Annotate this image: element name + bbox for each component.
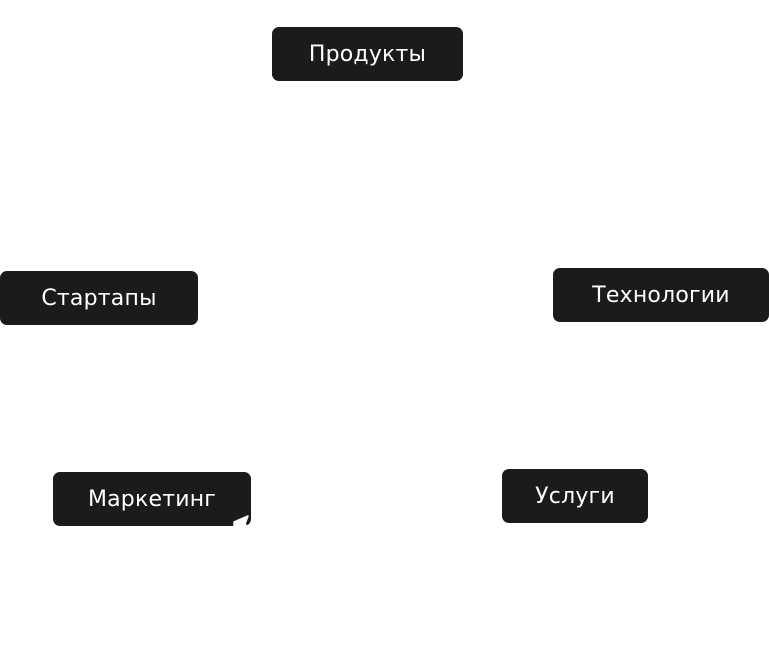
- tag-technologies-label: Технологии: [592, 282, 730, 308]
- tag-technologies[interactable]: Технологии: [553, 268, 769, 322]
- tag-products-label: Продукты: [308, 41, 427, 67]
- tag-products[interactable]: Продукты: [272, 27, 463, 81]
- tag-marketing-label: Маркетинг: [87, 486, 217, 512]
- tag-startups-label: Стартапы: [41, 285, 157, 311]
- tag-startups[interactable]: Стартапы: [0, 271, 198, 325]
- tag-services-label: Услуги: [535, 483, 615, 509]
- cursor-arrow-icon: [233, 515, 251, 533]
- tag-marketing[interactable]: Маркетинг: [53, 472, 251, 526]
- tag-services[interactable]: Услуги: [502, 469, 648, 523]
